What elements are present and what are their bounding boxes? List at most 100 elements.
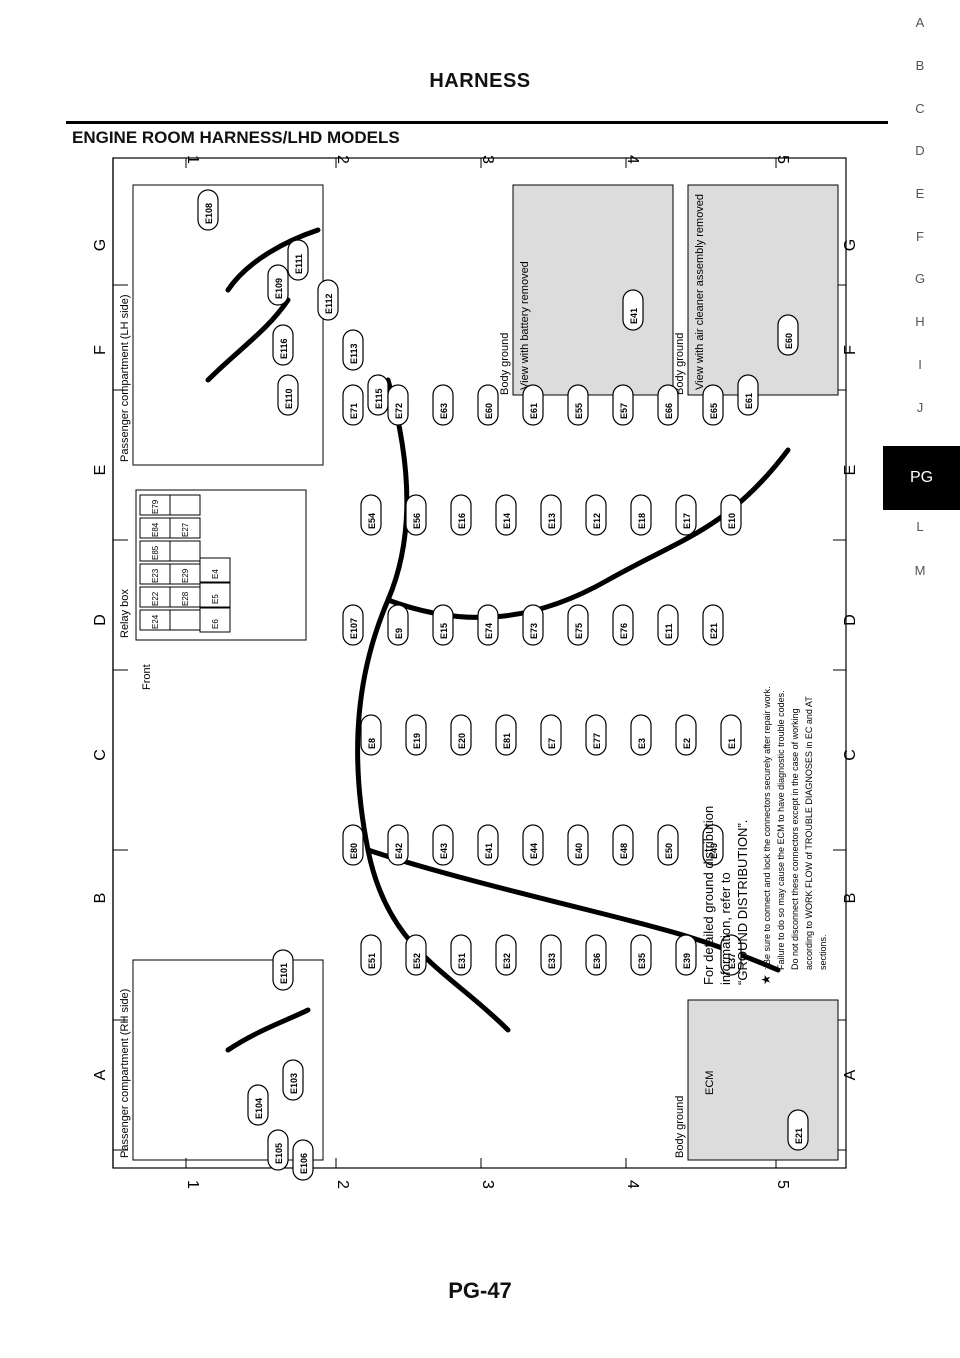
main-connector-label: E56 bbox=[412, 513, 422, 529]
main-connector-label: E55 bbox=[574, 403, 584, 419]
main-connector-label: E7 bbox=[547, 738, 557, 749]
main-connector-label: E77 bbox=[592, 733, 602, 749]
relay-connector-label: E24 bbox=[151, 614, 160, 629]
relay-cell bbox=[199, 582, 231, 608]
connector-callout bbox=[495, 934, 517, 976]
grid-col-label-right: A bbox=[842, 1069, 859, 1080]
grid-col-label-right: B bbox=[842, 893, 859, 904]
connector-callout bbox=[292, 1139, 314, 1181]
main-connector-label: E10 bbox=[727, 513, 737, 529]
connector-callout bbox=[567, 824, 589, 866]
main-connector-label: E1 bbox=[727, 738, 737, 749]
side-tab-active[interactable]: PG bbox=[883, 446, 960, 510]
side-index-letter[interactable]: H bbox=[915, 314, 925, 329]
connector-callout bbox=[567, 604, 589, 646]
connector-callout bbox=[622, 289, 644, 331]
label-body-ground-aircleaner: Body ground bbox=[674, 333, 686, 395]
connector-callout bbox=[387, 384, 409, 426]
main-connector-label: E15 bbox=[439, 623, 449, 639]
grid-row-label-bottom: 4 bbox=[624, 1180, 641, 1189]
harness-line bbox=[355, 377, 511, 1033]
panel-aircleaner-view bbox=[687, 184, 839, 396]
grid-col-label-right: G bbox=[842, 239, 859, 251]
connector-callout bbox=[387, 604, 409, 646]
main-connector-label: E16 bbox=[457, 513, 467, 529]
connector-callout bbox=[432, 604, 454, 646]
relay-cell bbox=[169, 494, 201, 516]
grid-row-label-top: 2 bbox=[334, 155, 351, 164]
connector-callout bbox=[657, 384, 679, 426]
connector-callout bbox=[540, 494, 562, 536]
side-index-letter[interactable]: D bbox=[915, 143, 925, 158]
side-index-letter[interactable]: F bbox=[916, 229, 924, 244]
lh-connector-label: E110 bbox=[284, 388, 294, 409]
connector-callout bbox=[277, 374, 299, 416]
connector-callout bbox=[585, 494, 607, 536]
side-index-letter[interactable]: L bbox=[916, 519, 924, 534]
note-ground-ref-2: information, refer to bbox=[718, 872, 733, 985]
connector-callout bbox=[787, 1109, 809, 1151]
connector-callout bbox=[342, 824, 364, 866]
lh-connector-label: E113 bbox=[349, 343, 359, 364]
connector-callout bbox=[450, 714, 472, 756]
panel-ecm-view bbox=[687, 999, 839, 1161]
side-index-letter[interactable]: I bbox=[918, 357, 922, 372]
side-index-letter[interactable]: B bbox=[915, 58, 925, 73]
label-body-ground-battery: Body ground bbox=[499, 333, 511, 395]
grid-row-label-top: 4 bbox=[624, 155, 641, 164]
connector-callout bbox=[342, 604, 364, 646]
page-header: HARNESS bbox=[429, 70, 531, 92]
side-index-letter[interactable]: A bbox=[915, 15, 925, 30]
side-index-letter[interactable]: E bbox=[915, 186, 925, 201]
side-index-letter[interactable]: C bbox=[915, 101, 925, 116]
main-connector-label: E66 bbox=[664, 403, 674, 419]
connector-callout bbox=[360, 934, 382, 976]
main-connector-label: E107 bbox=[349, 618, 359, 639]
connector-callout bbox=[267, 264, 289, 306]
grid-row-label-top: 5 bbox=[774, 155, 791, 164]
main-connector-label: E71 bbox=[349, 403, 359, 419]
side-index-letter[interactable]: M bbox=[914, 563, 926, 578]
connector-callout bbox=[630, 934, 652, 976]
connector-callout bbox=[585, 934, 607, 976]
main-connector-label: E37 bbox=[727, 953, 737, 969]
label-ecm: ECM bbox=[704, 1071, 716, 1095]
connector-callout bbox=[585, 714, 607, 756]
side-index-letter[interactable]: J bbox=[916, 400, 924, 415]
lh-connector-label: E109 bbox=[274, 278, 284, 299]
lh-connector-label: E115 bbox=[374, 388, 384, 409]
note-caution-1: : Be sure to connect and lock the connec… bbox=[762, 686, 772, 970]
main-connector-label: E72 bbox=[394, 403, 404, 419]
connector-callout bbox=[657, 604, 679, 646]
connector-callout bbox=[495, 714, 517, 756]
connector-callout bbox=[612, 384, 634, 426]
grid-row-label-top: 3 bbox=[479, 155, 496, 164]
connector-callout bbox=[522, 604, 544, 646]
note-caution-4: according to WORK FLOW of TROUBLE DIAGNO… bbox=[804, 696, 814, 970]
main-connector-label: E65 bbox=[709, 403, 719, 419]
side-index: A B C D E F G H I J PG L M bbox=[880, 0, 960, 1358]
rh-connector-label: E103 bbox=[289, 1073, 299, 1094]
rh-connector-label: E105 bbox=[274, 1143, 284, 1164]
lh-connector-label: E116 bbox=[279, 338, 289, 359]
grid-row-label-top: 1 bbox=[184, 155, 201, 164]
relay-connector-label: E79 bbox=[151, 499, 160, 514]
connector-callout bbox=[477, 604, 499, 646]
relay-cell bbox=[169, 517, 201, 539]
relay-connector-label: E5 bbox=[211, 594, 220, 604]
panel-passenger-lh bbox=[132, 184, 324, 466]
connector-callout bbox=[522, 384, 544, 426]
connector-callout bbox=[387, 824, 409, 866]
note-ground-ref-1: For detailed ground distribution bbox=[701, 806, 716, 985]
label-passenger-rh: Passenger compartment (RH side) bbox=[119, 989, 131, 1158]
note-caution-3: Do not disconnect these connectors excep… bbox=[790, 708, 800, 970]
note-caution-5: sections. bbox=[818, 934, 828, 970]
main-connector-label: E43 bbox=[439, 843, 449, 859]
connector-callout bbox=[477, 824, 499, 866]
grid-col-label-right: E bbox=[842, 465, 859, 476]
connector-callout bbox=[702, 824, 724, 866]
connector-callout bbox=[720, 714, 742, 756]
page-number: PG-47 bbox=[448, 1278, 512, 1303]
side-index-letter[interactable]: G bbox=[914, 271, 926, 286]
